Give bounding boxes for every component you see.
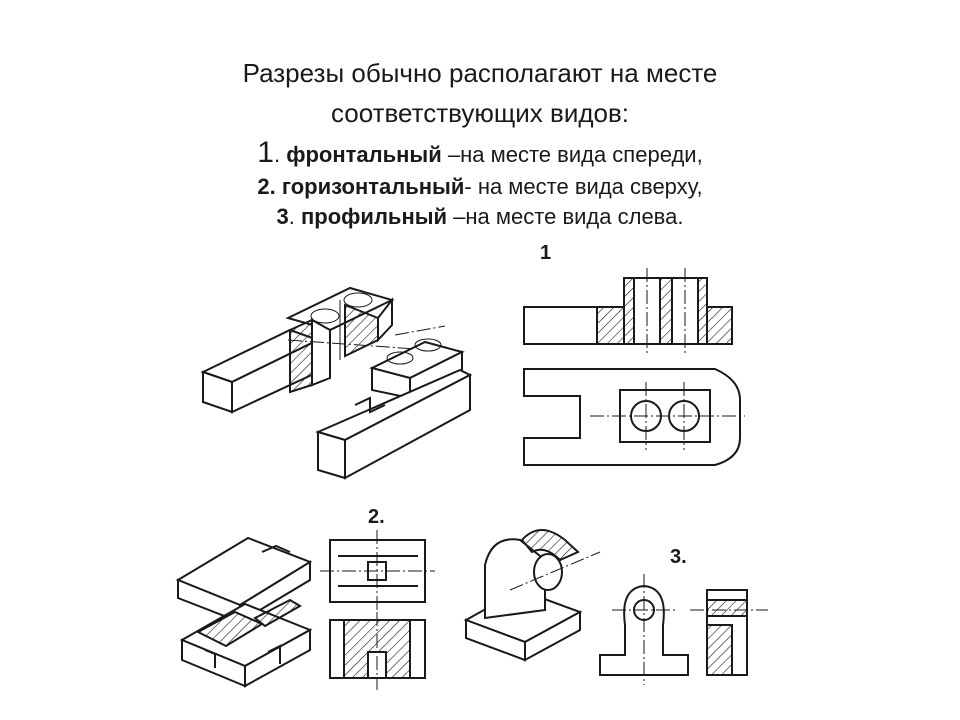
item-frontal: 1. фронтальный –на месте вида спереди, <box>257 136 703 169</box>
figure-2-front-view <box>320 530 435 612</box>
item-horizontal-name: горизонтальный <box>281 174 465 199</box>
item-profile-text: –на месте вида слева. <box>453 204 684 229</box>
figure-2-top-view <box>329 612 426 690</box>
figure-3-isometric <box>463 529 601 662</box>
item-profile-name: профильный <box>301 204 448 229</box>
figure-3-label: 3. <box>670 546 687 568</box>
figure-1-label: 1 <box>540 242 552 264</box>
figure-3-front-view <box>599 574 689 685</box>
item-profile: 3. профильный –на месте вида слева. <box>276 204 684 229</box>
item-horizontal-text: - на месте вида сверху, <box>464 174 703 199</box>
item-frontal-name: фронтальный <box>286 142 442 167</box>
figure-2-label: 2. <box>368 506 385 528</box>
item-frontal-text: –на месте вида спереди, <box>447 142 703 167</box>
item-profile-number: 3 <box>276 204 289 229</box>
figure-2-isometric <box>175 536 313 688</box>
figure-3-side-view <box>690 589 768 676</box>
figure-1-front-view <box>523 268 733 355</box>
heading-line-2: соответствующих видов: <box>330 98 630 128</box>
item-horizontal: 2. горизонтальный- на месте вида сверху, <box>257 174 703 199</box>
item-horizontal-number: 2 <box>257 174 270 199</box>
figure-1-isometric <box>200 286 473 480</box>
heading-line-1: Разрезы обычно располагают на месте <box>242 58 718 88</box>
figure-1-top-view <box>523 368 745 466</box>
item-frontal-number: 1 <box>257 136 274 169</box>
